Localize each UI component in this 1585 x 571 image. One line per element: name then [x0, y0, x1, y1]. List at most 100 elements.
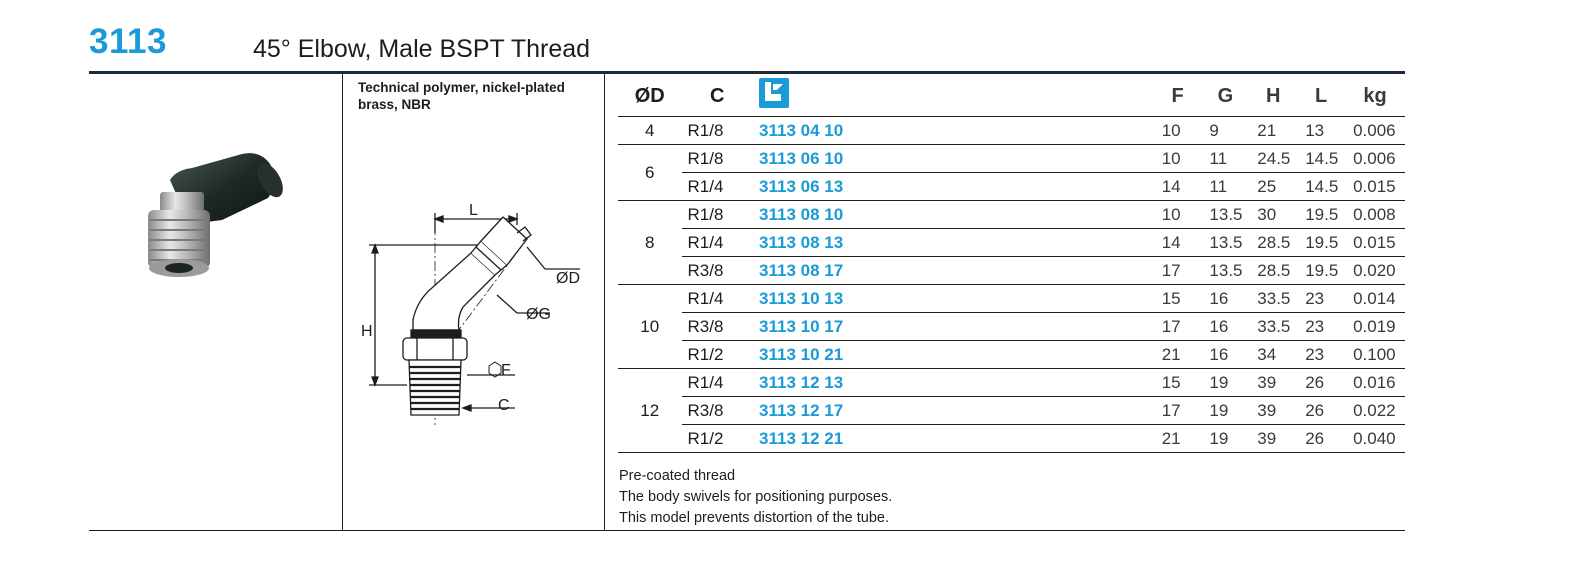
cell-kg: 0.008	[1345, 200, 1405, 229]
cell-kg: 0.019	[1345, 312, 1405, 341]
cell-f: 10	[1153, 116, 1202, 145]
cell-f: 21	[1153, 340, 1202, 369]
cell-kg: 0.040	[1345, 424, 1405, 453]
cell-l: 23	[1297, 340, 1346, 369]
cell-kg: 0.015	[1345, 172, 1405, 201]
cell-l: 26	[1297, 396, 1346, 425]
cell-l: 14.5	[1297, 172, 1346, 201]
cell-l: 26	[1297, 368, 1346, 397]
cell-kg: 0.015	[1345, 228, 1405, 257]
cell-g: 13.5	[1201, 200, 1250, 229]
cell-g: 16	[1201, 284, 1250, 313]
cell-c: R1/4	[681, 368, 754, 397]
cell-kg: 0.020	[1345, 256, 1405, 285]
cell-part-code: 3113 10 21	[753, 340, 1154, 369]
cell-c: R1/2	[681, 340, 754, 369]
cell-c: R1/4	[681, 284, 754, 313]
cell-kg: 0.006	[1345, 116, 1405, 145]
cell-part-code: 3113 06 10	[753, 144, 1154, 173]
cell-c: R1/2	[681, 424, 754, 453]
cell-part-code: 3113 08 17	[753, 256, 1154, 285]
cell-f: 15	[1153, 284, 1202, 313]
cell-kg: 0.100	[1345, 340, 1405, 369]
product-code: 3113	[89, 22, 167, 61]
cell-part-code: 3113 12 21	[753, 424, 1154, 453]
cell-g: 19	[1201, 368, 1250, 397]
dim-label-f: F	[501, 362, 511, 379]
cell-h: 24.5	[1249, 144, 1298, 173]
cell-f: 10	[1153, 144, 1202, 173]
material-description: Technical polymer, nickel-plated brass, …	[358, 80, 565, 112]
cell-f: 15	[1153, 368, 1202, 397]
dim-label-og: ØG	[526, 306, 551, 323]
col-header-kg: kg	[1345, 76, 1405, 117]
note-line: Pre-coated thread	[619, 468, 736, 484]
note-line: This model prevents distortion of the tu…	[619, 510, 890, 526]
product-photo	[148, 153, 283, 277]
footer-rule	[89, 530, 1405, 531]
push-in-fitting-icon	[759, 78, 790, 108]
cell-l: 19.5	[1297, 256, 1346, 285]
cell-part-code: 3113 10 13	[753, 284, 1154, 313]
cell-g: 16	[1201, 340, 1250, 369]
cell-f: 10	[1153, 200, 1202, 229]
cell-part-code: 3113 06 13	[753, 172, 1154, 201]
cell-part-code: 3113 08 10	[753, 200, 1154, 229]
cell-h: 39	[1249, 396, 1298, 425]
cell-g: 11	[1201, 172, 1250, 201]
dim-label-l: L	[469, 202, 478, 219]
col-header-l: L	[1297, 76, 1346, 117]
cell-h: 33.5	[1249, 312, 1298, 341]
cell-part-code: 3113 10 17	[753, 312, 1154, 341]
cell-kg: 0.022	[1345, 396, 1405, 425]
cell-f: 17	[1153, 256, 1202, 285]
cell-l: 13	[1297, 116, 1346, 145]
page-title: 45° Elbow, Male BSPT Thread	[253, 35, 591, 63]
cell-kg: 0.014	[1345, 284, 1405, 313]
cell-c: R3/8	[681, 312, 754, 341]
cell-l: 23	[1297, 312, 1346, 341]
col-header-code	[753, 76, 1154, 117]
cell-f: 21	[1153, 424, 1202, 453]
cell-l: 23	[1297, 284, 1346, 313]
cell-g: 19	[1201, 396, 1250, 425]
technical-drawing	[369, 213, 580, 425]
dim-label-od: ØD	[556, 270, 580, 287]
cell-c: R1/4	[681, 172, 754, 201]
cell-f: 17	[1153, 396, 1202, 425]
cell-g: 13.5	[1201, 256, 1250, 285]
cell-g: 19	[1201, 424, 1250, 453]
cell-c: R1/4	[681, 228, 754, 257]
cell-h: 28.5	[1249, 256, 1298, 285]
dim-label-h: H	[361, 323, 373, 340]
cell-h: 39	[1249, 424, 1298, 453]
table-header-row: ØD C F G H L kg	[618, 76, 1405, 117]
column-divider-1	[342, 74, 343, 530]
cell-od: 12	[618, 368, 682, 453]
cell-h: 33.5	[1249, 284, 1298, 313]
cell-f: 17	[1153, 312, 1202, 341]
column-divider-2	[604, 74, 605, 530]
col-header-g: G	[1201, 76, 1250, 117]
cell-l: 26	[1297, 424, 1346, 453]
cell-od: 8	[618, 200, 682, 285]
dim-label-c: C	[498, 397, 510, 414]
col-header-c: C	[681, 76, 754, 117]
cell-part-code: 3113 12 13	[753, 368, 1154, 397]
col-header-h: H	[1249, 76, 1298, 117]
cell-f: 14	[1153, 228, 1202, 257]
cell-h: 21	[1249, 116, 1298, 145]
cell-c: R3/8	[681, 396, 754, 425]
cell-g: 9	[1201, 116, 1250, 145]
